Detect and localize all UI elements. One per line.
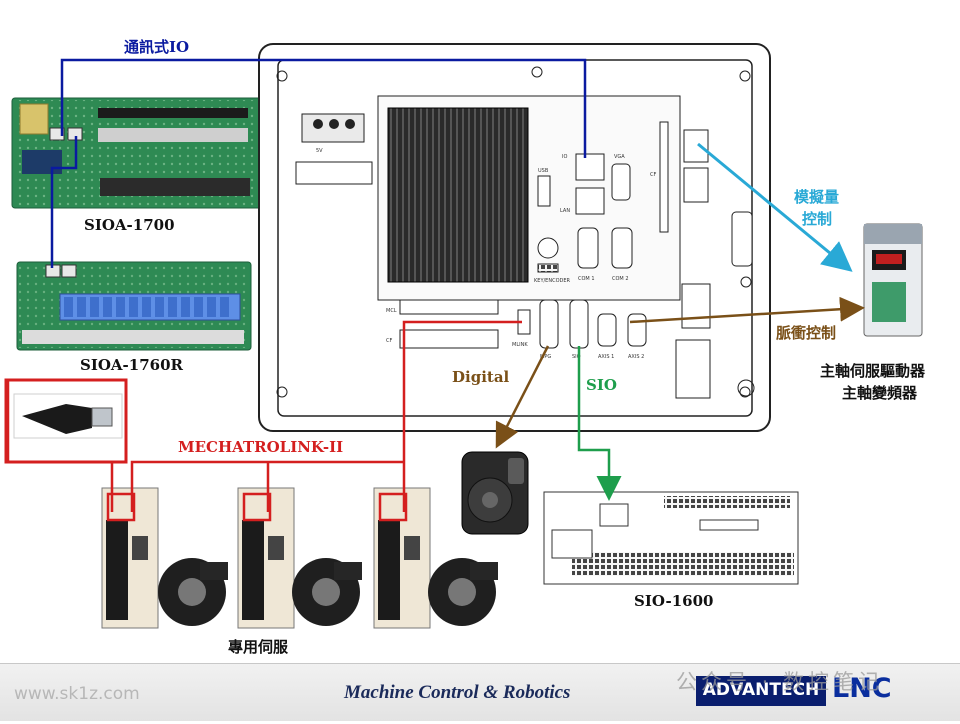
analog-control-line	[697, 142, 853, 272]
port-keyencoder: KEY/ENCODER	[534, 278, 571, 284]
port-com2: COM 2	[612, 276, 629, 282]
port-cf: CF	[650, 172, 656, 178]
spindle-inverter-label: 主軸變頻器	[842, 384, 918, 402]
digital-label: Digital	[452, 368, 510, 386]
servo-unit-2	[237, 487, 362, 629]
port-mlink: MLINK	[512, 342, 528, 348]
sioa-1760r-label: SIOA-1760R	[80, 356, 183, 374]
sioa-1700-board	[11, 97, 265, 209]
plug-highlight-box	[4, 378, 128, 464]
lnc-logo: LNC	[832, 673, 892, 704]
analog-control-label-1: 模擬量	[794, 188, 840, 206]
pulse-control-label: 脈衝控制	[776, 324, 837, 342]
controller-panel	[258, 43, 771, 432]
pulse-control-line	[629, 296, 865, 324]
servo1-port-box	[106, 492, 136, 522]
port-axis2: AXIS 2	[628, 354, 644, 360]
port-axis1: AXIS 1	[598, 354, 614, 360]
account-watermark: 公众号 · 数控笔记	[676, 670, 884, 694]
footer-bar: www.sk1z.com Machine Control & Robotics …	[0, 663, 960, 721]
advantech-logo: ADVANTECH	[696, 676, 826, 706]
sioa-1700-label: SIOA-1700	[84, 216, 175, 234]
site-watermark: www.sk1z.com	[14, 684, 140, 704]
port-lan: LAN	[560, 208, 570, 214]
io-link-label: 通訊式IO	[124, 38, 190, 56]
sio-label: SIO	[586, 376, 617, 394]
controller-port-labels: USB IO LAN VGA CF COM 1 COM 2 KEY/ENCODE…	[316, 148, 656, 360]
port-mpg: MPG	[540, 354, 551, 360]
mpg-handwheel	[461, 451, 529, 535]
port-mcl: MCL	[386, 308, 397, 314]
footer-title: Machine Control & Robotics	[344, 682, 571, 703]
port-com1: COM 1	[578, 276, 595, 282]
servo-unit-1	[101, 487, 228, 629]
sio-1600-label: SIO-1600	[634, 592, 714, 610]
port-io: IO	[562, 154, 567, 160]
port-5v: 5V	[316, 148, 323, 154]
port-cf2: CF	[386, 338, 392, 344]
servo-label: 專用伺服	[228, 638, 289, 656]
mechatrolink-label: MECHATROLINK-II	[178, 438, 344, 456]
analog-control-label-2: 控制	[802, 210, 833, 228]
mechatrolink-plug	[13, 393, 123, 439]
sio-line	[577, 346, 622, 501]
port-sio: SIO	[572, 354, 581, 360]
io-chain-line	[50, 136, 78, 268]
servo3-port-box	[378, 492, 408, 522]
advantech-logo-text: ADVANTECH	[702, 680, 820, 700]
mechatrolink-line	[130, 320, 522, 512]
digital-line	[495, 345, 550, 449]
spindle-drive	[863, 223, 923, 337]
spindle-drive-label: 主軸伺服驅動器	[820, 362, 926, 380]
io-link-line	[60, 58, 587, 158]
port-usb: USB	[538, 168, 549, 174]
sioa-1760r-board	[16, 261, 252, 351]
servo2-port-box	[242, 492, 272, 522]
sio-1600-board	[543, 491, 799, 585]
port-vga: VGA	[614, 154, 625, 160]
servo-unit-3	[373, 487, 498, 629]
